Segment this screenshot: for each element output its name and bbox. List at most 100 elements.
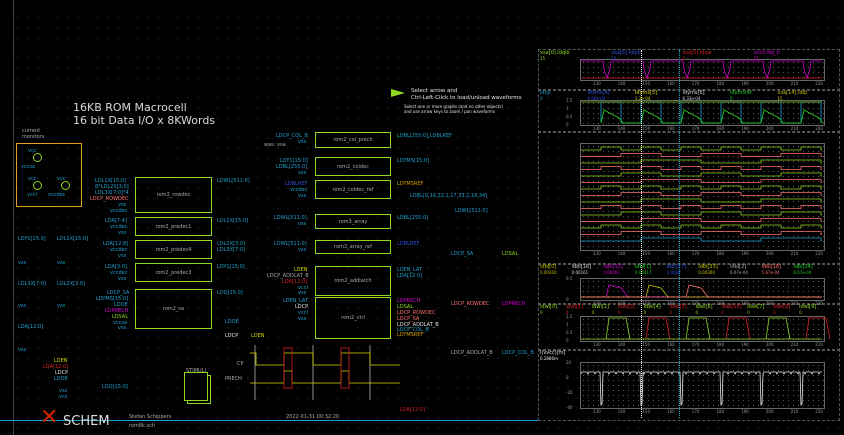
- monitor-vccdec: vccdec: [48, 192, 66, 198]
- probe-label: LDCP_ADDLAT_B: [451, 350, 493, 356]
- x-tick-label: 130: [593, 409, 601, 414]
- trace-label[interactable]: ldcp: [540, 90, 551, 96]
- y-tick-label: -20: [566, 390, 573, 395]
- block-rom2-addlatch[interactable]: rom2_addlatch: [315, 266, 391, 296]
- trace-label[interactable]: ldbl[17]: [666, 264, 687, 270]
- pin-lda[interactable]: LDA[12:0]: [43, 364, 69, 370]
- graph-pane-5[interactable]: [538, 303, 840, 351]
- block-label: rom2_addlatch: [334, 278, 372, 284]
- trace-value: 0.00300: [698, 270, 715, 275]
- trace-label[interactable]: ldwl[8]: [773, 304, 791, 310]
- cursor-2[interactable]: [679, 50, 680, 418]
- trace-label[interactable]: ldwl[1]: [565, 304, 584, 310]
- trace-value: 0: [695, 310, 698, 315]
- plot-area-1[interactable]: [580, 59, 825, 81]
- x-tick-label: 190: [741, 81, 749, 86]
- trace-label[interactable]: ldwl[4]: [643, 304, 661, 310]
- trace-label[interactable]: ldbl[33]: [698, 264, 718, 270]
- block-rom3-array[interactable]: rom3_array: [315, 214, 391, 229]
- trace-label[interactable]: ldbl[0]: [540, 264, 557, 270]
- trace-label[interactable]: ldbl[18]: [761, 264, 782, 270]
- block-rom2-sa[interactable]: rom2_sa: [135, 289, 212, 329]
- pin-vcc[interactable]: vcc: [59, 394, 68, 400]
- trace-value: 0.00417: [635, 270, 652, 275]
- trace-label[interactable]: ldyms[4]: [587, 90, 610, 96]
- trace-label[interactable]: ldyms[5]: [635, 90, 658, 96]
- pin-ldoe[interactable]: LDOE: [54, 376, 68, 382]
- cursor-1[interactable]: [641, 50, 642, 418]
- block-rom2-col-prech[interactable]: rom2_col_prech: [315, 132, 391, 148]
- trace-label[interactable]: ldbl[34]: [793, 264, 813, 270]
- block-rom3-rowdec[interactable]: rom3_rowdec: [135, 177, 212, 213]
- pin-ldq[interactable]: LDQ[15:0]: [102, 384, 128, 390]
- trace-label[interactable]: xctrl.ldq_b: [753, 50, 780, 56]
- pin-label: LDBLREF: [397, 241, 420, 247]
- footer-date: 2022-01-31 00:32:20: [286, 414, 340, 420]
- trace-label[interactable]: ldwl[16]: [721, 304, 742, 310]
- block-rom2-coldec-ref[interactable]: rom2_coldec_ref: [315, 180, 391, 199]
- trace-label[interactable]: ldwl[5]: [669, 304, 687, 310]
- trace-label[interactable]: ldwl[9]: [799, 304, 817, 310]
- graph-pane-6[interactable]: [538, 349, 840, 421]
- pin-ldcp[interactable]: LDCP: [55, 370, 69, 376]
- x-tick-label: 150: [642, 342, 651, 347]
- trace-label[interactable]: ldwl[7]: [747, 304, 765, 310]
- pin-label: LDY1[15:0]: [280, 158, 308, 164]
- trace-label[interactable]: ldbl[16]: [571, 264, 592, 270]
- block-rom2-ctrl[interactable]: rom2_ctrl: [315, 297, 391, 339]
- was-label: was: vsa: [264, 142, 286, 148]
- plot-area-4[interactable]: [580, 278, 825, 301]
- trace-value: 0: [669, 310, 673, 315]
- trace-value: 0.0028: [666, 270, 681, 275]
- plot-area-5[interactable]: [580, 316, 825, 342]
- trace-label[interactable]: xsa[5].ldqib: [611, 50, 641, 56]
- graph-pane-1[interactable]: [538, 49, 840, 91]
- vss-label: vss: [57, 303, 66, 309]
- block-label: rom2_predec4: [155, 246, 192, 253]
- trace-label[interactable]: i(vvcc)[m]: [540, 350, 566, 356]
- pin-label: 8*LDL2X[3:0]: [95, 184, 129, 190]
- trace-label[interactable]: xsa[0].ldsal: [682, 50, 712, 56]
- x-tick-label: 200: [765, 126, 774, 131]
- x-tick-label: 180: [716, 126, 725, 131]
- pin-vss[interactable]: vss: [59, 388, 68, 394]
- graph-pane-4[interactable]: [538, 263, 840, 305]
- probe-label: LDSAL: [502, 251, 519, 257]
- x-tick-label: 150: [642, 301, 651, 306]
- trace-label[interactable]: ldwl[0]: [540, 304, 558, 310]
- trace-value: 1.2e-04: [635, 96, 651, 101]
- footer-author: Stefan Schippers: [129, 414, 172, 420]
- block-rom2-coldec[interactable]: rom2_coldec: [315, 157, 391, 176]
- trace-value: 5.00e-04: [587, 96, 606, 101]
- trace-label[interactable]: xsa[0].ldqib: [540, 50, 570, 56]
- probe-label: LDL1X[15:0]: [57, 236, 89, 242]
- block-rom2-predec1[interactable]: rom2_predec1: [135, 217, 212, 236]
- block-rom2-predec3[interactable]: rom2_predec3: [135, 263, 212, 282]
- x-tick-label: 200: [765, 342, 774, 347]
- pin-label: LDWL[511:0]: [274, 241, 307, 247]
- trace-label[interactable]: xsa[14].ldqi: [777, 90, 808, 96]
- x-tick-label: 150: [642, 126, 651, 131]
- pin-lden[interactable]: LDEN: [54, 358, 68, 364]
- block-rom3-array-ref[interactable]: rom3_array_ref: [315, 240, 391, 254]
- graph-pane-3[interactable]: [538, 131, 840, 265]
- graph-pane-2[interactable]: [538, 89, 840, 133]
- x-tick-label: 190: [741, 342, 749, 347]
- block-rom2-predec4[interactable]: rom2_predec4: [135, 240, 212, 259]
- plot-area-6[interactable]: [580, 362, 825, 409]
- trace-label[interactable]: ldymsref: [730, 90, 752, 96]
- plot-area-2[interactable]: [580, 100, 825, 126]
- trace-label[interactable]: ldwl[6]: [695, 304, 713, 310]
- probe-label: LDY1[15:0]: [18, 236, 46, 242]
- trace-label[interactable]: ldbl[2]: [730, 264, 747, 270]
- trace-label[interactable]: ldwl[3]: [617, 304, 635, 310]
- current-monitors-box[interactable]: vcc vccsa vcc vccl vcc vccdec: [16, 143, 82, 207]
- x-tick-label: 140: [617, 342, 626, 347]
- x-tick-label: 150: [642, 409, 651, 414]
- trace-label[interactable]: ldyms[6]: [682, 90, 705, 96]
- pin-label: LDEN: [294, 267, 308, 273]
- trace-label[interactable]: ldbl[32]: [603, 264, 623, 270]
- trace-label[interactable]: ldbl[1]: [635, 264, 652, 270]
- trace-label[interactable]: ldwl[2]: [591, 304, 609, 310]
- plot-area-3[interactable]: [580, 143, 825, 251]
